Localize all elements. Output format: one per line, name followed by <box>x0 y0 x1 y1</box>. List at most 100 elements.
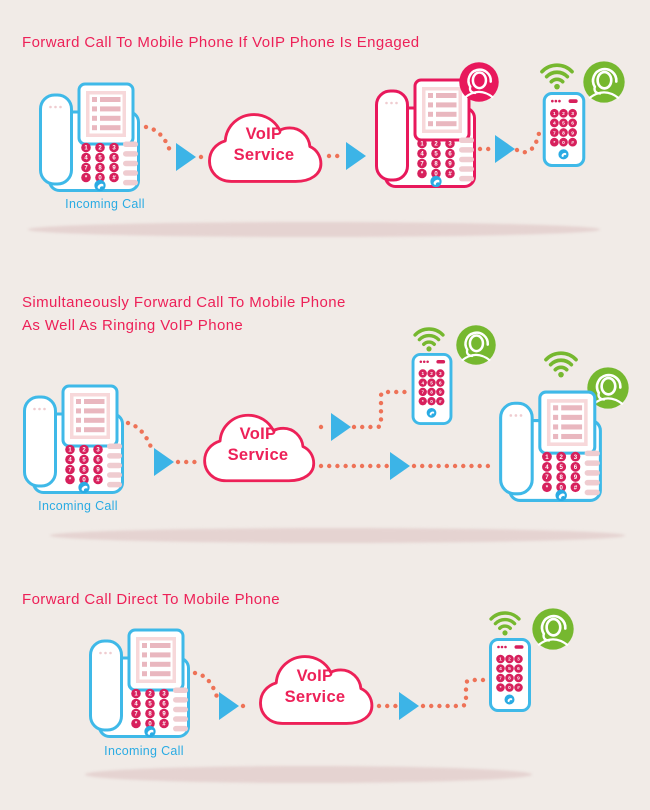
svg-text:8: 8 <box>508 676 511 682</box>
incoming-call-label: Incoming Call <box>104 744 184 758</box>
dotted-trail <box>514 125 543 155</box>
dotted-trail <box>420 677 489 709</box>
svg-text:9: 9 <box>448 162 452 168</box>
svg-text:2: 2 <box>434 142 438 148</box>
incoming-call-label: Incoming Call <box>65 197 145 211</box>
svg-text:*: * <box>553 140 555 146</box>
section3-title: Forward Call Direct To Mobile Phone <box>22 591 280 608</box>
svg-text:5: 5 <box>148 702 152 708</box>
svg-text:8: 8 <box>98 166 102 172</box>
forward-arrow-icon <box>390 452 410 480</box>
voip-desk-phone-incoming: 1 2 3 4 5 6 7 8 9 * 0 # <box>20 384 126 496</box>
svg-text:1: 1 <box>134 692 138 698</box>
section2-title-line2: As Well As Ringing VoIP Phone <box>22 317 244 334</box>
svg-text:9: 9 <box>571 130 574 136</box>
svg-text:0: 0 <box>98 176 102 182</box>
svg-text:6: 6 <box>162 702 166 708</box>
svg-text:8: 8 <box>562 130 565 136</box>
cloud-label-line1: VoIP <box>245 125 283 143</box>
svg-text:2: 2 <box>430 371 433 376</box>
svg-text:1: 1 <box>545 454 549 461</box>
svg-text:3: 3 <box>448 142 452 148</box>
svg-text:5: 5 <box>562 121 565 127</box>
svg-text:#: # <box>571 140 574 146</box>
svg-text:8: 8 <box>430 390 433 395</box>
ringing-agent-headset-icon <box>582 60 626 104</box>
mobile-phone: 1 2 3 4 5 6 7 8 9 * 0 # <box>489 638 531 712</box>
forward-arrow-icon <box>154 448 174 476</box>
forward-arrow-icon <box>176 143 196 171</box>
svg-text:8: 8 <box>434 162 438 168</box>
svg-text:3: 3 <box>96 448 100 454</box>
svg-text:5: 5 <box>434 152 438 158</box>
shadow-ellipse <box>50 528 625 543</box>
svg-text:0: 0 <box>560 484 564 491</box>
svg-text:1: 1 <box>421 371 424 376</box>
dotted-trail <box>192 670 220 700</box>
svg-text:1: 1 <box>84 146 88 152</box>
svg-text:#: # <box>162 722 166 728</box>
svg-text:7: 7 <box>545 474 549 481</box>
svg-text:*: * <box>421 172 424 178</box>
svg-text:4: 4 <box>421 380 424 385</box>
svg-text:3: 3 <box>162 692 166 698</box>
voip-service-cloud: VoIP Service <box>254 646 376 734</box>
voip-desk-phone-incoming: 1 2 3 4 5 6 7 8 9 * 0 # <box>36 82 142 194</box>
svg-text:8: 8 <box>148 712 152 718</box>
svg-text:5: 5 <box>98 156 102 162</box>
engaged-agent-headset-icon <box>458 61 500 103</box>
svg-text:5: 5 <box>430 380 433 385</box>
svg-text:9: 9 <box>162 712 166 718</box>
svg-text:#: # <box>517 685 520 691</box>
svg-text:2: 2 <box>98 146 102 152</box>
svg-text:2: 2 <box>148 692 152 698</box>
svg-text:3: 3 <box>571 111 574 117</box>
svg-text:9: 9 <box>439 390 442 395</box>
svg-text:3: 3 <box>574 454 578 461</box>
svg-text:8: 8 <box>82 468 86 474</box>
cloud-label-line1: VoIP <box>239 425 277 443</box>
svg-text:6: 6 <box>112 156 116 162</box>
svg-text:7: 7 <box>84 166 88 172</box>
incoming-call-label: Incoming Call <box>38 499 118 513</box>
svg-text:2: 2 <box>82 448 86 454</box>
svg-text:1: 1 <box>499 657 502 663</box>
svg-text:*: * <box>546 484 549 491</box>
svg-text:1: 1 <box>553 111 556 117</box>
svg-text:*: * <box>135 722 138 728</box>
cloud-label-line2: Service <box>233 146 295 164</box>
cloud-label-line2: Service <box>227 446 289 464</box>
mobile-phone: 1 2 3 4 5 6 7 8 9 * 0 # <box>411 353 453 425</box>
svg-text:2: 2 <box>508 657 511 663</box>
voip-desk-phone-incoming: 1 2 3 4 5 6 7 8 9 * 0 # <box>86 628 192 740</box>
svg-text:#: # <box>448 172 452 178</box>
dotted-trail <box>143 124 173 154</box>
shadow-ellipse <box>28 222 600 237</box>
svg-text:4: 4 <box>134 702 138 708</box>
svg-text:6: 6 <box>96 458 100 464</box>
svg-text:7: 7 <box>68 468 72 474</box>
svg-text:7: 7 <box>420 162 424 168</box>
svg-text:6: 6 <box>517 666 520 672</box>
svg-text:6: 6 <box>574 464 578 471</box>
dotted-trail <box>125 420 155 453</box>
svg-text:0: 0 <box>434 172 438 178</box>
wifi-signal-icon <box>534 62 580 90</box>
svg-text:3: 3 <box>439 371 442 376</box>
ringing-agent-headset-icon <box>531 607 575 651</box>
forward-arrow-icon <box>219 692 239 720</box>
svg-text:2: 2 <box>560 454 564 461</box>
svg-text:1: 1 <box>68 448 72 454</box>
shadow-ellipse <box>85 766 532 783</box>
svg-text:6: 6 <box>448 152 452 158</box>
svg-text:9: 9 <box>574 474 578 481</box>
forward-arrow-icon <box>346 142 366 170</box>
mobile-phone: 1 2 3 4 5 6 7 8 9 * 0 # <box>542 92 586 167</box>
cloud-label-line2: Service <box>284 688 346 706</box>
svg-text:5: 5 <box>560 464 564 471</box>
voip-desk-phone-engaged: 1 2 3 4 5 6 7 8 9 * 0 # <box>372 78 478 190</box>
svg-text:0: 0 <box>82 478 86 484</box>
svg-text:*: * <box>69 478 72 484</box>
svg-text:6: 6 <box>571 121 574 127</box>
